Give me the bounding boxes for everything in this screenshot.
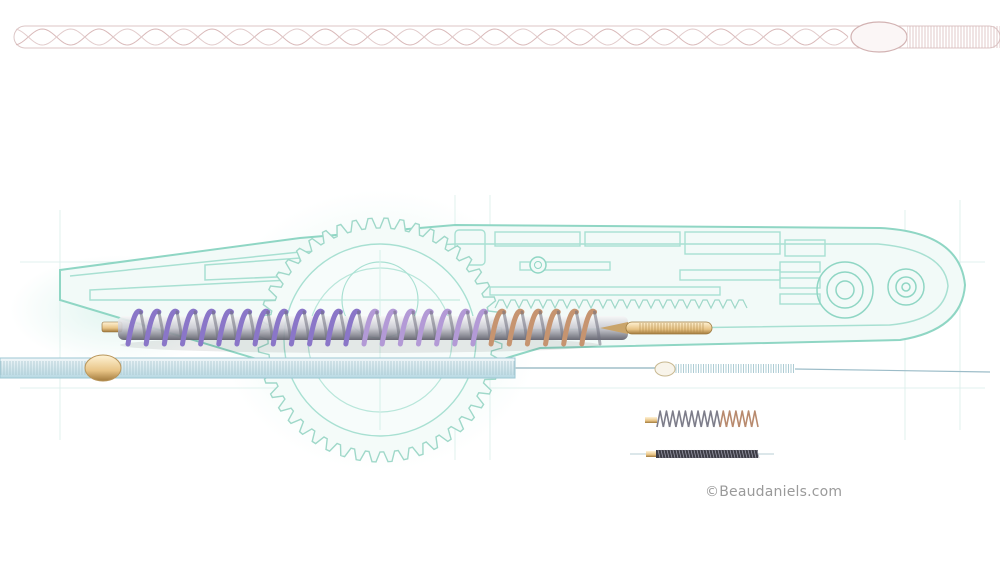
braided-wire-icon	[13, 21, 1000, 53]
copyright-credit: ©Beaudaniels.com	[705, 484, 843, 500]
sheath-detail	[630, 449, 774, 459]
sheath-tube-icon	[0, 354, 991, 382]
coil-spring-detail	[645, 410, 759, 428]
coil-spring-icon	[101, 308, 713, 353]
